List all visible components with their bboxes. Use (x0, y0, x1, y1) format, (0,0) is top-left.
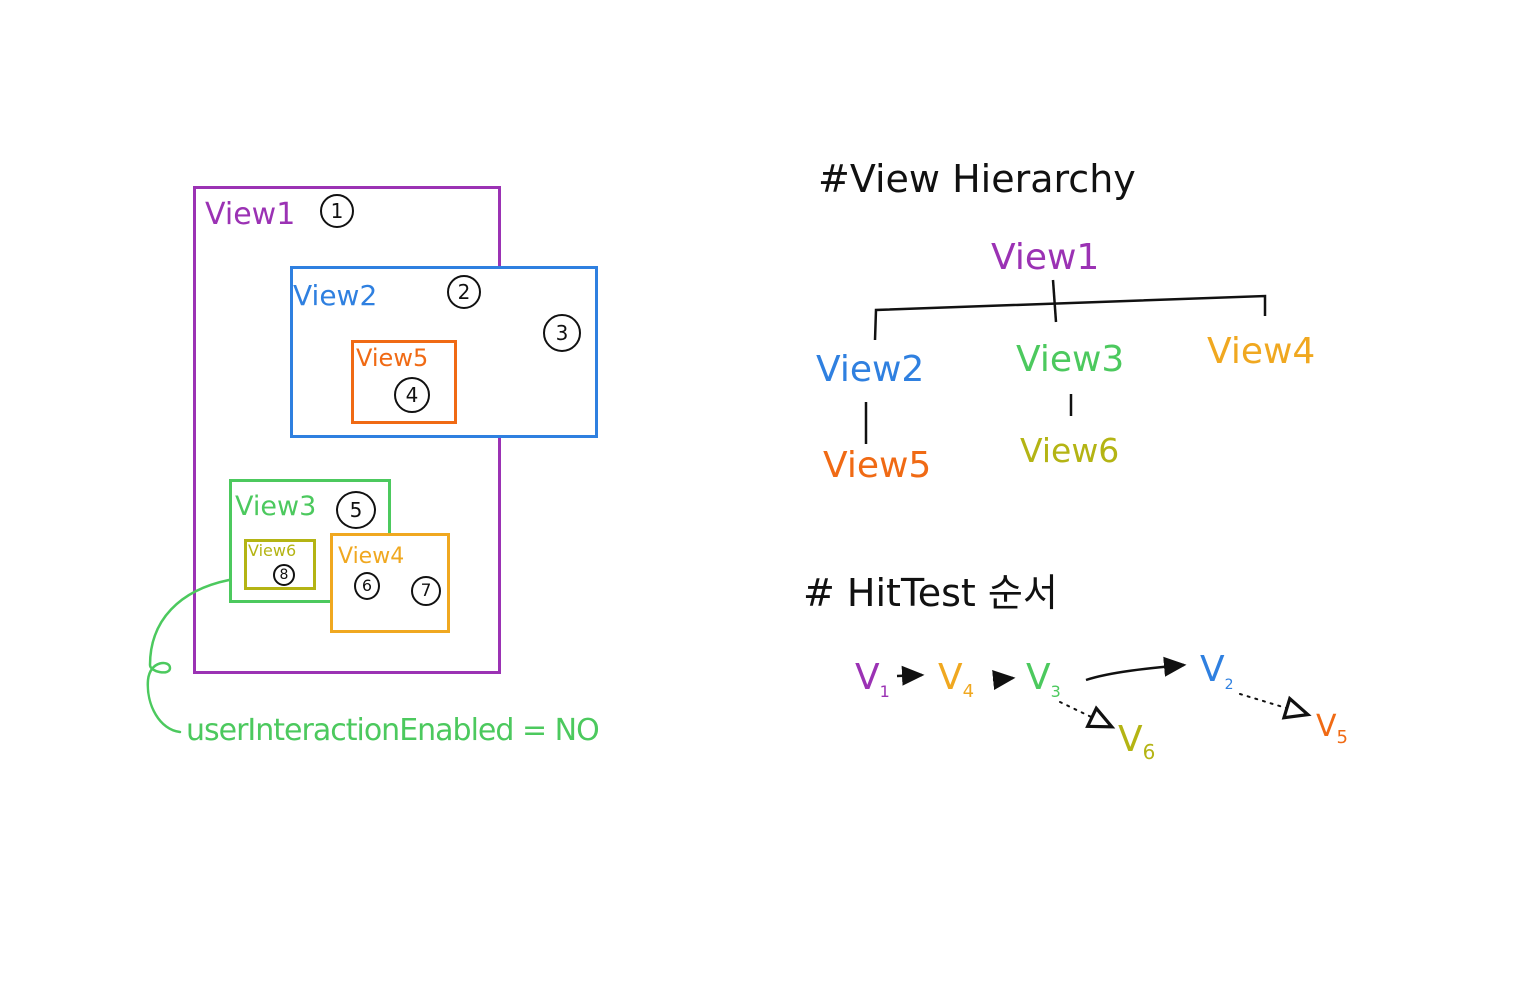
v1-base: V (855, 657, 880, 698)
order-badge-5: 5 (336, 491, 376, 529)
order-badge-7: 7 (411, 576, 441, 606)
hittest-node-v2: V2 (1200, 649, 1234, 694)
v4-base: V (938, 657, 963, 698)
view1-label: View1 (205, 197, 296, 232)
v6-base: V (1118, 719, 1143, 760)
order-badge-2: 2 (447, 275, 481, 309)
hierarchy-node-view5: View5 (823, 445, 932, 486)
order-badge-1: 1 (320, 194, 354, 228)
hierarchy-node-view1: View1 (991, 237, 1100, 278)
order-badge-4: 4 (394, 377, 430, 413)
view5-box (351, 340, 457, 424)
view6-box (244, 539, 316, 590)
hierarchy-node-view2: View2 (816, 349, 925, 390)
hittest-node-v6: V6 (1118, 719, 1156, 765)
view2-label: View2 (293, 279, 378, 312)
view5-label: View5 (356, 344, 429, 372)
v2-base: V (1200, 649, 1225, 690)
hittest-node-v3: V3 (1026, 660, 1061, 700)
order-badge-3: 3 (543, 314, 581, 352)
view3-label: View3 (235, 491, 317, 522)
hierarchy-node-view4: View4 (1207, 331, 1316, 372)
hittest-node-v4: V4 (938, 660, 974, 701)
v6-sub: 6 (1142, 740, 1156, 765)
hittest-node-v5: V5 (1316, 712, 1348, 747)
v3-base: V (1026, 657, 1051, 698)
view6-label: View6 (248, 541, 297, 560)
v3-sub: 3 (1050, 682, 1061, 702)
view4-label: View4 (338, 544, 405, 569)
user-interaction-note: userInteractionEnabled = NO (186, 713, 600, 748)
hittest-node-v1: V1 (855, 660, 890, 700)
view2-box (290, 266, 598, 438)
v1-sub: 1 (879, 682, 890, 702)
v2-sub: 2 (1224, 677, 1234, 694)
v5-sub: 5 (1336, 727, 1348, 748)
v4-sub: 4 (962, 681, 975, 703)
hierarchy-title: #View Hierarchy (818, 157, 1136, 201)
order-badge-6: 6 (354, 572, 380, 600)
v5-base: V (1316, 709, 1337, 744)
hierarchy-node-view3: View3 (1016, 339, 1125, 380)
hittest-title: # HitTest 순서 (803, 571, 1058, 615)
hierarchy-node-view6: View6 (1020, 431, 1120, 470)
order-badge-8: 8 (273, 564, 295, 586)
